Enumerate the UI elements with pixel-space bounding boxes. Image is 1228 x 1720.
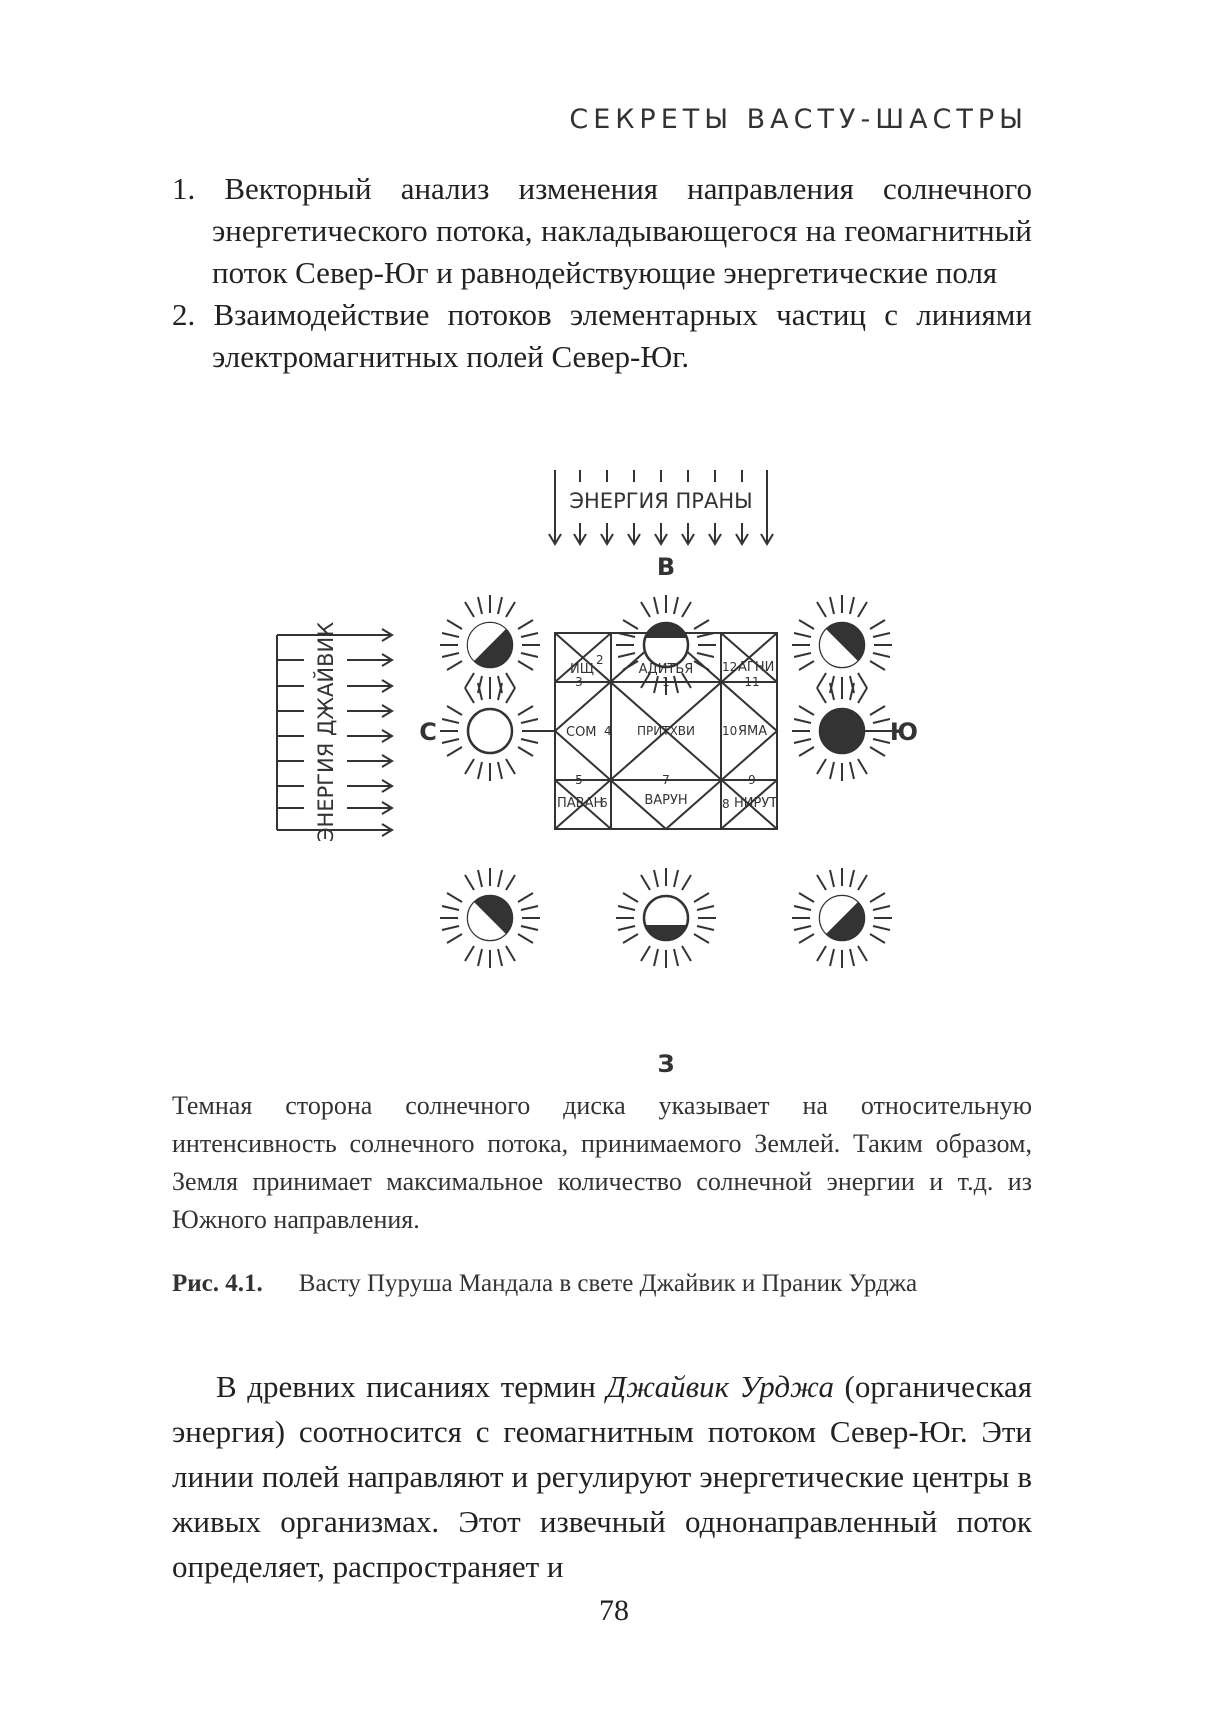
- cell-som: СОМ: [566, 725, 597, 740]
- figure-title: Рис. 4.1. Васту Пуруша Мандала в свете Дж…: [172, 1270, 917, 1298]
- cell-number: 7: [662, 773, 670, 787]
- cell-number: 11: [744, 675, 759, 689]
- mandala-grid: [553, 631, 779, 831]
- cell-number: 3: [575, 675, 583, 689]
- running-head: СЕКРЕТЫ ВАСТУ-ШАСТРЫ: [569, 104, 1028, 135]
- figure-mandala: ЭНЕРГИЯ ПРАНЫ ЭНЕРГИЯ ДЖАЙВИК В З С Ю ИЩ…: [0, 440, 1228, 1090]
- prana-label: ЭНЕРГИЯ ПРАНЫ: [569, 489, 752, 513]
- cell-number: 9: [748, 773, 756, 787]
- cell-number: 4: [604, 724, 612, 738]
- body-paragraph: В древних писаниях термин Джайвик Урджа …: [172, 1364, 1032, 1589]
- cell-number: 12: [722, 660, 737, 674]
- sun-east: [615, 594, 717, 696]
- cell-varun: ВАРУН: [644, 793, 687, 808]
- mandala-diagram: ЭНЕРГИЯ ПРАНЫ ЭНЕРГИЯ ДЖАЙВИК В З С Ю ИЩ…: [276, 470, 918, 1078]
- numbered-list: 1. Векторный анализ изменения направлени…: [172, 168, 1032, 378]
- list-item: 2. Взаимодействие потоков элементарных ч…: [172, 297, 1032, 374]
- page-number: 78: [599, 1594, 629, 1627]
- sun-north: [439, 680, 541, 782]
- cell-yama: ЯМА: [738, 724, 767, 739]
- jaivik-arrows: [276, 628, 394, 837]
- direction-north: С: [419, 718, 437, 746]
- sun-south-east: [791, 594, 893, 696]
- sun-south-west: [791, 867, 893, 969]
- direction-south: Ю: [890, 718, 918, 746]
- cell-prithvi: ПРИТХВИ: [637, 724, 695, 738]
- direction-east: В: [657, 553, 675, 581]
- sun-north-west: [439, 867, 541, 969]
- cell-pavan: ПАВАН: [557, 796, 603, 811]
- cell-ish: ИЩ: [570, 662, 594, 677]
- prana-arrows: [548, 470, 774, 546]
- cell-number: 6: [600, 796, 608, 810]
- sun-south: [791, 680, 893, 782]
- cell-number: 8: [722, 797, 730, 811]
- jaivik-label: ЭНЕРГИЯ ДЖАЙВИК: [313, 622, 338, 842]
- list-item: 1. Векторный анализ изменения направлени…: [172, 171, 1032, 290]
- cell-nirut: НИРУТ: [734, 796, 777, 811]
- sun-north-east: [439, 594, 541, 696]
- figure-caption: Темная сторона солнечного диска указывае…: [172, 1091, 1032, 1234]
- cell-number: 10: [722, 724, 737, 738]
- cell-aditya: АДИТЬЯ: [639, 662, 694, 677]
- cell-agni: АГНИ: [738, 660, 774, 675]
- cell-number: 5: [575, 773, 583, 787]
- direction-west: З: [657, 1050, 674, 1078]
- body-text-rest: (органическая энергия) соотносится с гео…: [172, 1369, 1032, 1584]
- body-term: Джайвик Урджа: [606, 1369, 834, 1404]
- figure-number: Рис. 4.1.: [172, 1270, 263, 1297]
- figure-title-text: Васту Пуруша Мандала в свете Джайвик и П…: [298, 1270, 918, 1297]
- cell-number: 1: [662, 675, 670, 689]
- sun-west: [615, 867, 717, 969]
- body-text-start: В древних писаниях термин: [216, 1369, 607, 1404]
- cell-number: 2: [596, 653, 604, 667]
